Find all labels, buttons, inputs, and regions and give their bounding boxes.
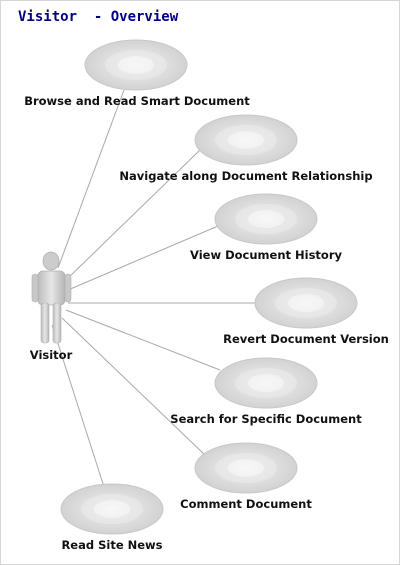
use-case-label: View Document History [190,248,342,262]
use-case-label: Browse and Read Smart Document [24,94,250,108]
use-case-ellipse [194,442,298,494]
use-case-ellipse [214,193,318,245]
actor-visitor[interactable]: Visitor [30,251,73,362]
association-comment [61,317,206,456]
use-case-label: Comment Document [180,497,312,511]
use-case-label: Navigate along Document Relationship [119,169,372,183]
use-case-search[interactable]: Search for Specific Document [170,357,362,426]
use-case-browse[interactable]: Browse and Read Smart Document [24,39,250,108]
use-case-history[interactable]: View Document History [190,193,342,262]
use-case-news[interactable]: Read Site News [60,483,164,552]
use-case-revert[interactable]: Revert Document Version [223,277,389,346]
use-case-ellipse [60,483,164,535]
use-case-ellipse [214,357,318,409]
use-case-ellipse [84,39,188,91]
use-case-comment[interactable]: Comment Document [180,442,312,511]
association-history [67,225,219,291]
person-icon [31,251,72,344]
association-navigate [65,149,201,281]
associations [51,89,255,491]
association-search [65,309,221,371]
diagram-title: Visitor - Overview [18,9,179,25]
use-case-label: Read Site News [61,538,162,552]
use-case-ellipse [254,277,358,329]
use-case-ellipse [194,114,298,166]
actor-label: Visitor [30,348,73,362]
use-case-navigate[interactable]: Navigate along Document Relationship [119,114,373,183]
association-browse [57,89,125,269]
association-news [51,324,106,491]
use-case-label: Revert Document Version [223,332,389,346]
use-case-label: Search for Specific Document [170,412,362,426]
